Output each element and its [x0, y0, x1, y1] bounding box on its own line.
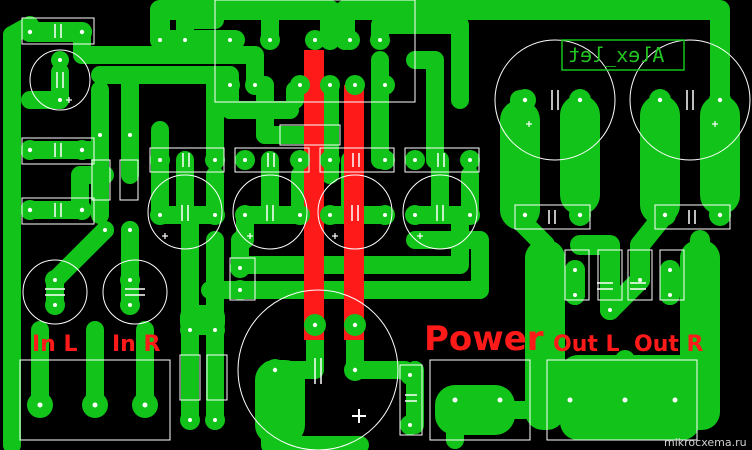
jumper-wire-right [344, 85, 364, 340]
terminal-block-input [19, 359, 171, 441]
author-label-box [561, 39, 685, 71]
electrolytic-cap-outline [29, 49, 91, 111]
film-cap-outline [564, 249, 590, 301]
label-input-left: In L [32, 332, 78, 357]
resistor-outline [229, 257, 256, 301]
film-cap-outline [654, 204, 731, 230]
film-cap-outline [319, 147, 395, 173]
resistor-outline [119, 159, 139, 201]
film-cap-outline [627, 249, 653, 301]
label-output-left: Out L [553, 332, 620, 357]
electrolytic-cap-outline [402, 174, 478, 250]
film-cap-outline [659, 249, 685, 301]
electrolytic-cap-outline [237, 289, 399, 450]
film-cap-outline [399, 364, 423, 436]
label-output-right: Out R [634, 332, 704, 357]
copper-fills [180, 95, 740, 445]
electrolytic-cap-outline [629, 39, 751, 161]
film-cap-outline [21, 197, 95, 225]
author-label: Alex_let [568, 43, 665, 67]
resistor-outline [279, 124, 341, 146]
terminal-block-power [429, 359, 531, 441]
label-input-right: In R [112, 332, 161, 357]
ic-outline [214, 0, 416, 103]
film-cap-outline [597, 249, 623, 301]
resistor-outline [179, 354, 201, 401]
terminal-block-output [546, 359, 698, 441]
electrolytic-cap-outline [102, 259, 168, 325]
electrolytic-cap-outline [232, 174, 308, 250]
resistor-outline [206, 354, 228, 401]
electrolytic-cap-outline [494, 39, 616, 161]
film-cap-outline [149, 147, 225, 173]
jumper-wire-left [304, 50, 324, 340]
silkscreen [19, 0, 751, 450]
film-cap-outline [234, 147, 310, 173]
jumper-wires [304, 50, 364, 340]
watermark: mikrocxema.ru [664, 436, 747, 449]
film-cap-outline [514, 204, 591, 230]
film-cap-outline [21, 137, 95, 165]
electrolytic-cap-outline [22, 259, 88, 325]
film-cap-outline [21, 17, 95, 45]
resistor-outline [91, 159, 111, 201]
drill-holes [27, 29, 723, 427]
label-power: Power [424, 319, 544, 359]
film-cap-outline [404, 147, 480, 173]
polarity-marks [66, 97, 718, 423]
electrolytic-cap-outline [317, 174, 393, 250]
capacitor-symbols [45, 24, 696, 402]
electrolytic-cap-outline [147, 174, 223, 250]
